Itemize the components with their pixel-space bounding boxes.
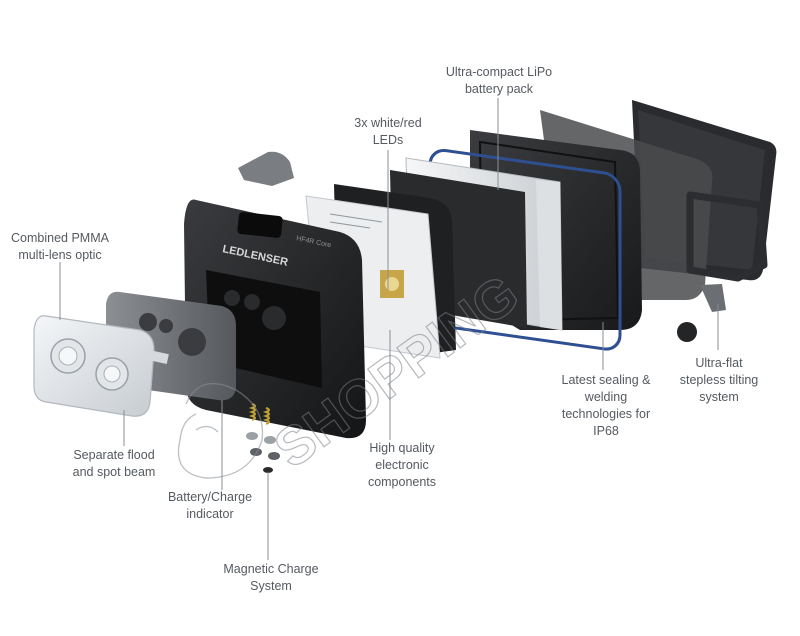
callout-lipo-battery-pack: Ultra-compact LiPo battery pack <box>438 64 560 98</box>
callout-indicator-line-2: indicator <box>186 507 234 521</box>
callout-pmma-line-2: multi-lens optic <box>18 248 102 262</box>
leader-lines <box>59 98 719 560</box>
callout-flood-spot-beam: Separate flood and spot beam <box>58 447 170 481</box>
callout-sealing-line-4: IP68 <box>593 424 619 438</box>
callout-magnetic-charge-system: Magnetic Charge System <box>212 561 330 595</box>
callout-pmma-line-1: Combined PMMA <box>11 231 109 245</box>
callout-electronics-line-1: High quality <box>369 441 435 455</box>
callout-flood-line-1: Separate flood <box>73 448 155 462</box>
callout-electronics-line-2: electronic <box>375 458 429 472</box>
button-pad <box>238 151 294 186</box>
callout-sealing-line-2: welding <box>584 390 628 404</box>
pmma-lens <box>33 315 169 417</box>
callout-leds: 3x white/red LEDs <box>340 115 436 149</box>
callout-sealing-line-3: technologies for <box>561 407 651 421</box>
callout-battery-charge-indicator: Battery/Charge indicator <box>156 489 264 523</box>
callout-leds-line-2: LEDs <box>372 133 404 147</box>
callout-tilting-line-1: Ultra-flat <box>695 356 743 370</box>
callout-magnetic-line-1: Magnetic Charge <box>223 562 319 576</box>
callout-lipo-line-2: battery pack <box>464 82 534 96</box>
callout-flood-line-2: and spot beam <box>72 465 156 479</box>
callout-tilting-system: Ultra-flat stepless tilting system <box>664 355 774 406</box>
callout-lipo-line-1: Ultra-compact LiPo <box>445 65 553 79</box>
callout-sealing-line-1: Latest sealing & <box>561 373 651 387</box>
callout-leds-line-1: 3x white/red <box>354 116 422 130</box>
tilt-knob <box>677 322 697 342</box>
callout-tilting-line-2: stepless tilting <box>679 373 759 387</box>
callout-electronic-components: High quality electronic components <box>352 440 452 491</box>
callout-electronics-line-3: components <box>367 475 437 489</box>
callout-indicator-line-1: Battery/Charge <box>167 490 253 504</box>
charge-contacts-and-springs <box>246 403 280 473</box>
callout-tilting-line-3: system <box>699 390 739 404</box>
callout-pmma-optic: Combined PMMA multi-lens optic <box>0 230 120 264</box>
callout-sealing-welding: Latest sealing & welding technologies fo… <box>552 372 660 440</box>
callout-magnetic-line-2: System <box>250 579 292 593</box>
